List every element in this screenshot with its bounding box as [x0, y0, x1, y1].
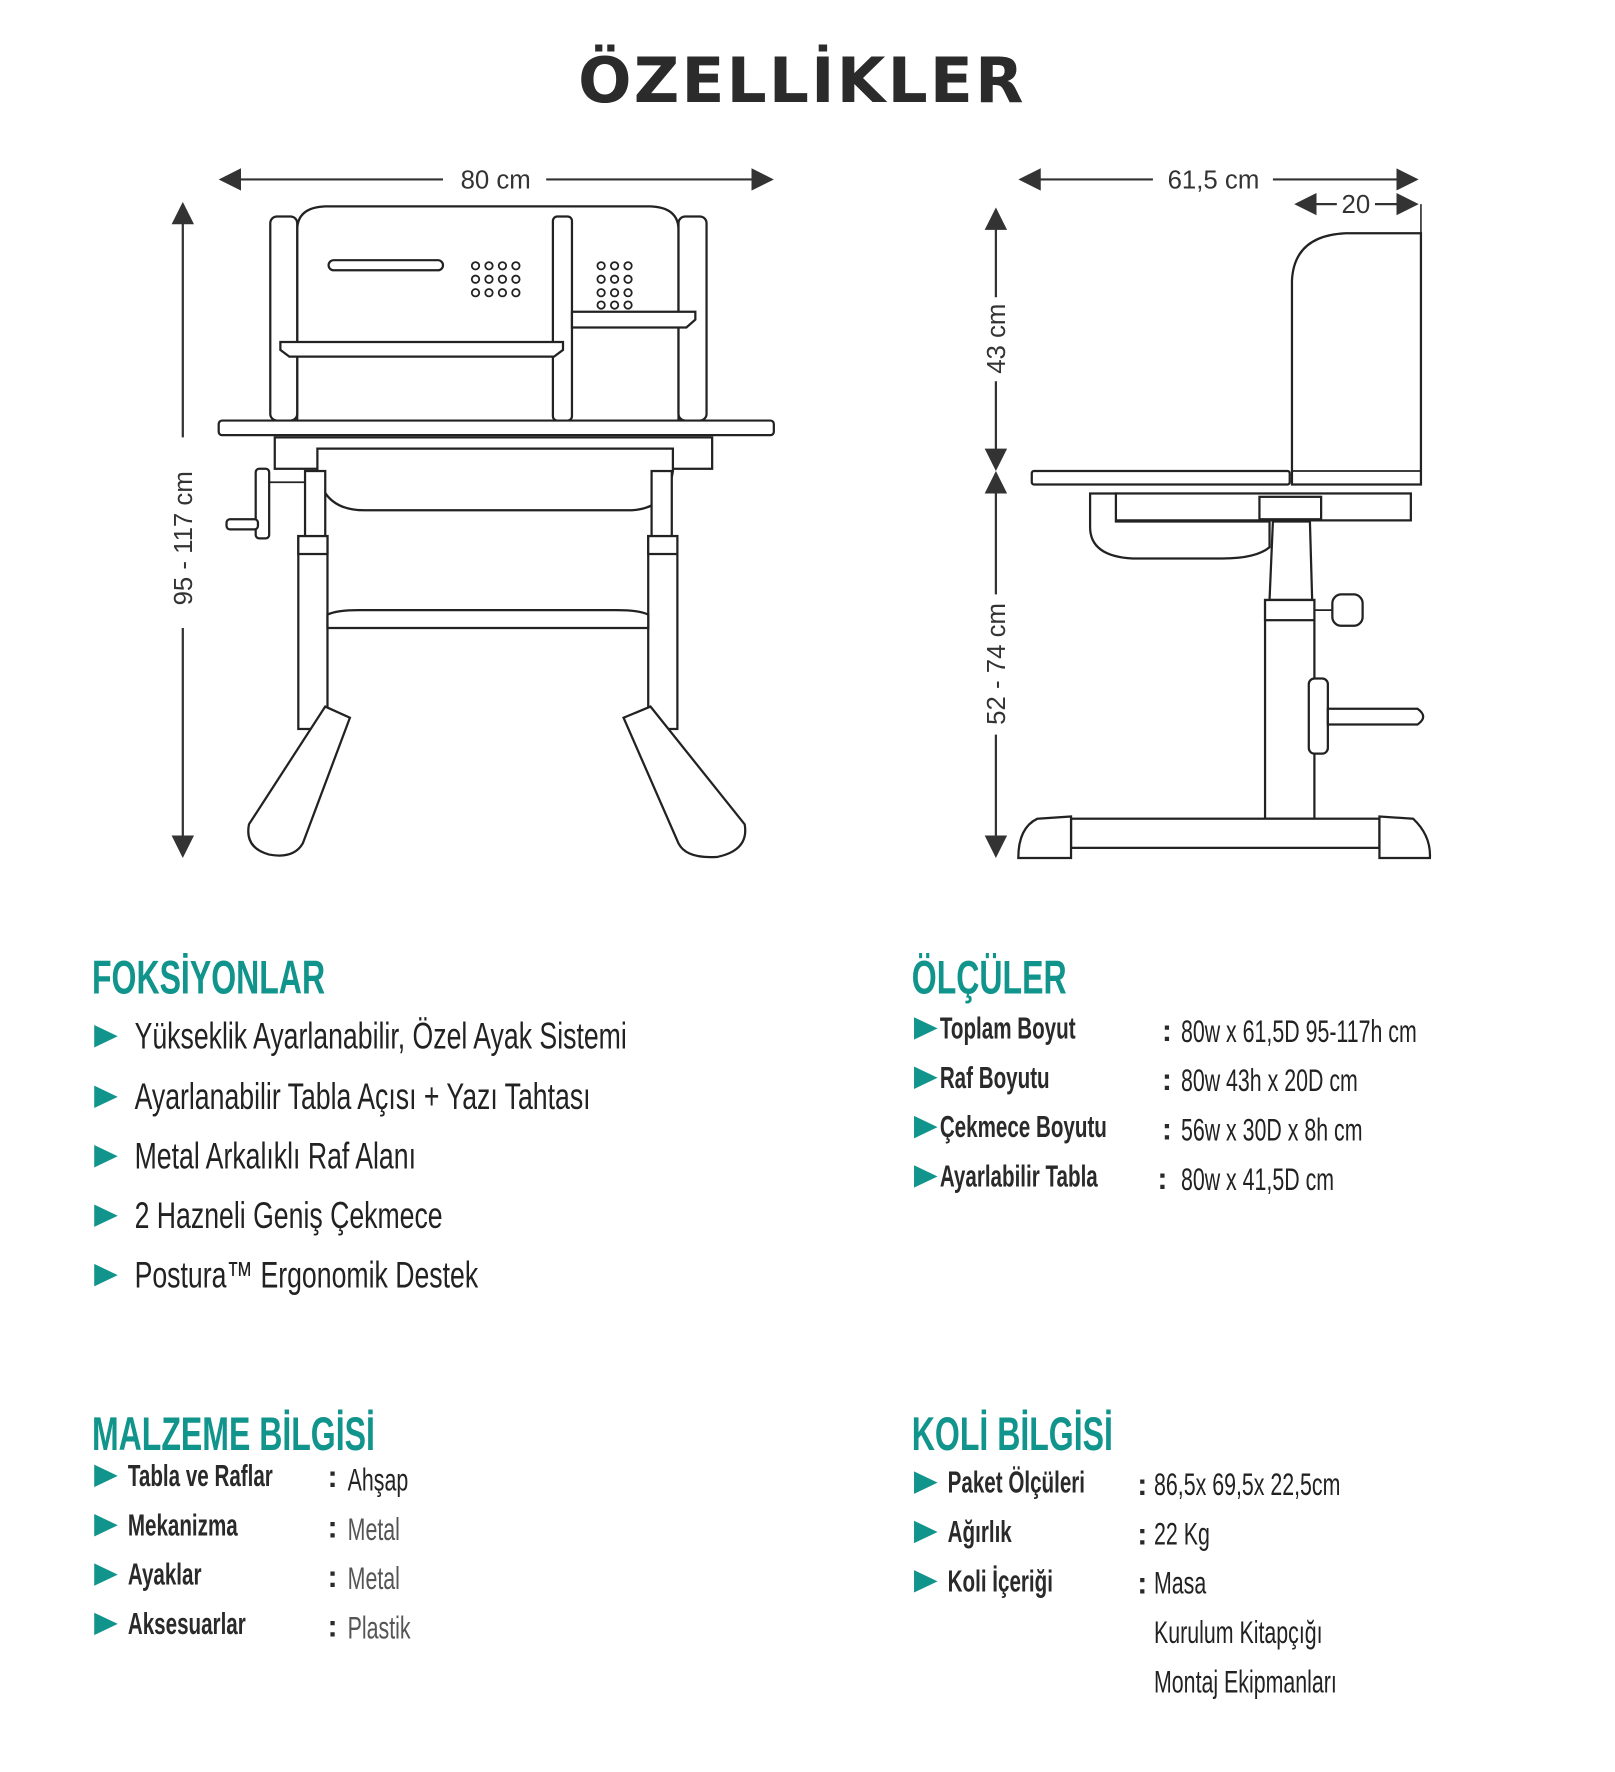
triangle-right-icon: [94, 1514, 118, 1537]
side-view-drawing: 61,5 cm 20 43 cm 52 - 74 cm: [983, 166, 1432, 860]
dimensions-heading: ÖLÇÜLER: [911, 951, 1067, 1004]
triangle-right-icon: [914, 1017, 938, 1040]
triangle-right-icon: [914, 1165, 938, 1188]
material-heading: MALZEME BİLGİSİ: [91, 1407, 375, 1461]
triangle-right-icon: [94, 1563, 118, 1586]
package-content-line: Kurulum Kitapçığı: [1154, 1614, 1323, 1650]
functions-heading: FOKSİYONLAR: [91, 951, 326, 1004]
triangle-right-icon: [914, 1570, 938, 1593]
triangle-right-icon: [914, 1115, 938, 1139]
depth-label: 61,5 cm: [1168, 166, 1260, 194]
package-content-line: Montaj Ekipmanları: [1154, 1664, 1337, 1700]
triangle-right-icon: [94, 1085, 118, 1109]
triangle-right-icon: [914, 1066, 938, 1089]
triangle-right-icon: [94, 1145, 118, 1168]
triangle-right-icon: [94, 1263, 118, 1287]
front-view-drawing: 80 cm 95 - 117 cm: [170, 166, 775, 859]
shelf-height-label: 43 cm: [983, 304, 1011, 374]
height-label: 95 - 117 cm: [170, 471, 198, 605]
page-title: ÖZELLİKLER: [578, 44, 1026, 118]
triangle-right-icon: [94, 1612, 118, 1636]
width-label: 80 cm: [461, 166, 531, 194]
triangle-right-icon: [94, 1025, 118, 1048]
table-height-label: 52 - 74 cm: [983, 603, 1011, 725]
depth-dimension-arrow: [1018, 168, 1422, 234]
shelf-depth-label: 20: [1342, 191, 1371, 219]
triangle-right-icon: [94, 1464, 118, 1488]
triangle-right-icon: [914, 1520, 938, 1544]
desk-side: [1017, 232, 1432, 860]
desk-front: [217, 205, 775, 859]
triangle-right-icon: [94, 1204, 118, 1227]
package-heading: KOLİ BİLGİSİ: [911, 1407, 1113, 1461]
triangle-right-icon: [914, 1471, 938, 1494]
